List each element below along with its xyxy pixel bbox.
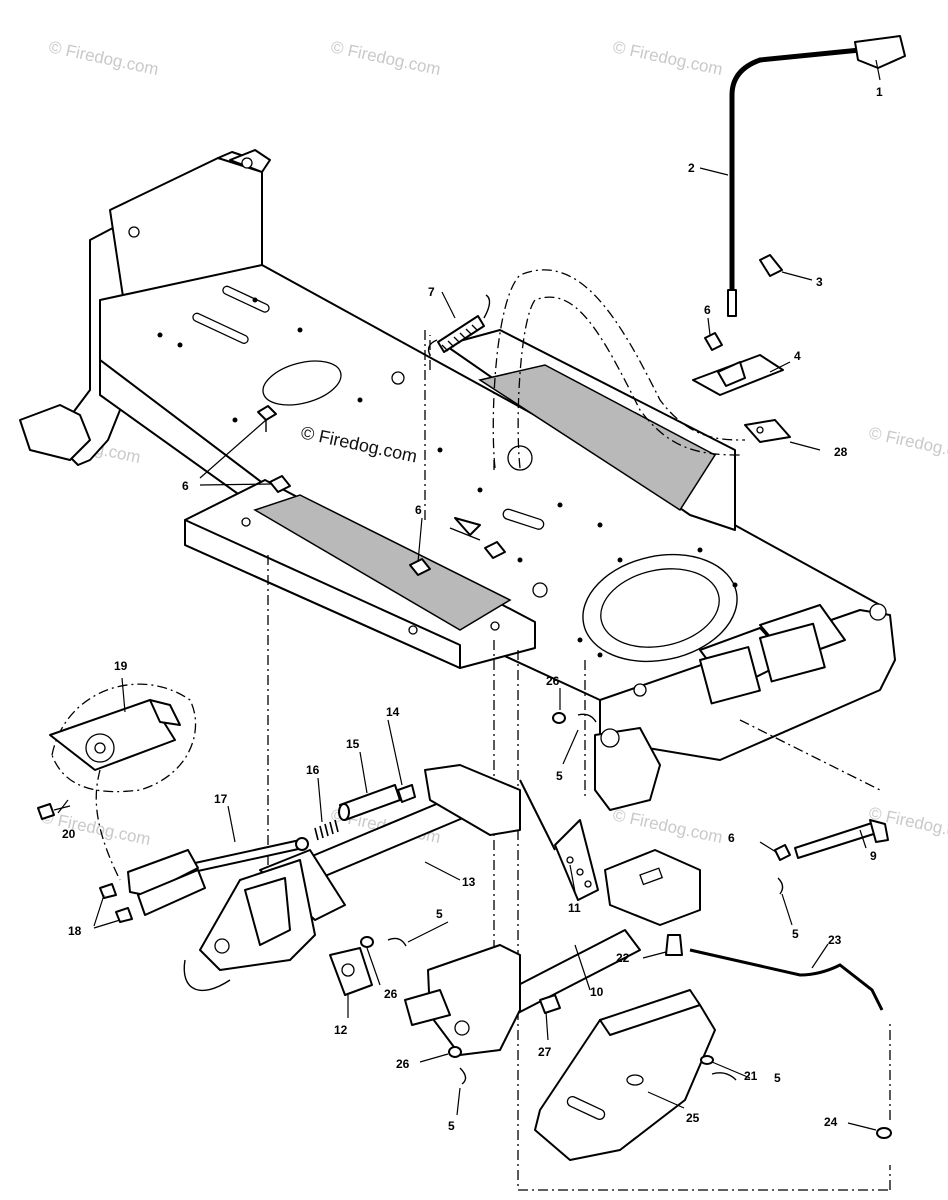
callout-7: 7 <box>428 285 435 299</box>
callout-5: 5 <box>556 769 563 783</box>
callout-6: 6 <box>182 479 189 493</box>
spring <box>427 294 491 356</box>
watermark: © Firedog.com <box>867 423 948 465</box>
watermark: © Firedog.com <box>47 37 160 79</box>
callout-5: 5 <box>792 927 799 941</box>
callout-5: 5 <box>448 1119 455 1133</box>
callout-26: 26 <box>384 987 398 1001</box>
leader-lines <box>57 59 881 1131</box>
callout-13: 13 <box>462 875 476 889</box>
callout-28: 28 <box>834 445 848 459</box>
callout-26: 26 <box>546 674 560 688</box>
frame-holes <box>157 297 738 658</box>
callout-6: 6 <box>704 303 711 317</box>
callout-12: 12 <box>334 1023 348 1037</box>
callout-6: 6 <box>415 503 422 517</box>
callout-25: 25 <box>686 1111 700 1125</box>
pedal-linkage <box>37 683 892 1161</box>
watermark: © Firedog.com <box>39 807 152 849</box>
callout-20: 20 <box>62 827 76 841</box>
callout-15: 15 <box>346 737 360 751</box>
callout-21: 21 <box>744 1069 758 1083</box>
foot-plate <box>184 479 536 669</box>
watermark: © Firedog.com <box>611 37 724 79</box>
callout-16: 16 <box>306 763 320 777</box>
bolts <box>257 405 791 861</box>
callout-14: 14 <box>386 705 400 719</box>
callout-17: 17 <box>214 792 228 806</box>
callout-5: 5 <box>774 1071 781 1085</box>
callout-18: 18 <box>68 924 82 938</box>
callout-9: 9 <box>870 849 877 863</box>
callout-10: 10 <box>590 985 604 999</box>
callout-27: 27 <box>538 1045 552 1059</box>
callout-3: 3 <box>816 275 823 289</box>
callout-22: 22 <box>616 951 630 965</box>
watermark: © Firedog.com <box>611 805 724 847</box>
callout-1: 1 <box>876 85 883 99</box>
watermark: © Firedog.com <box>329 37 442 79</box>
callouts: 1 2 3 4 6 28 7 6 6 26 5 19 14 15 16 17 2… <box>62 85 883 1133</box>
callout-26: 26 <box>396 1057 410 1071</box>
callout-2: 2 <box>688 161 695 175</box>
callout-19: 19 <box>114 659 128 673</box>
callout-11: 11 <box>568 901 581 915</box>
callout-5: 5 <box>436 907 443 921</box>
callout-24: 24 <box>824 1115 838 1129</box>
callout-6: 6 <box>728 831 735 845</box>
hose-routing <box>492 269 746 469</box>
callout-23: 23 <box>828 933 842 947</box>
callout-4: 4 <box>794 349 801 363</box>
shift-lever <box>692 35 906 443</box>
